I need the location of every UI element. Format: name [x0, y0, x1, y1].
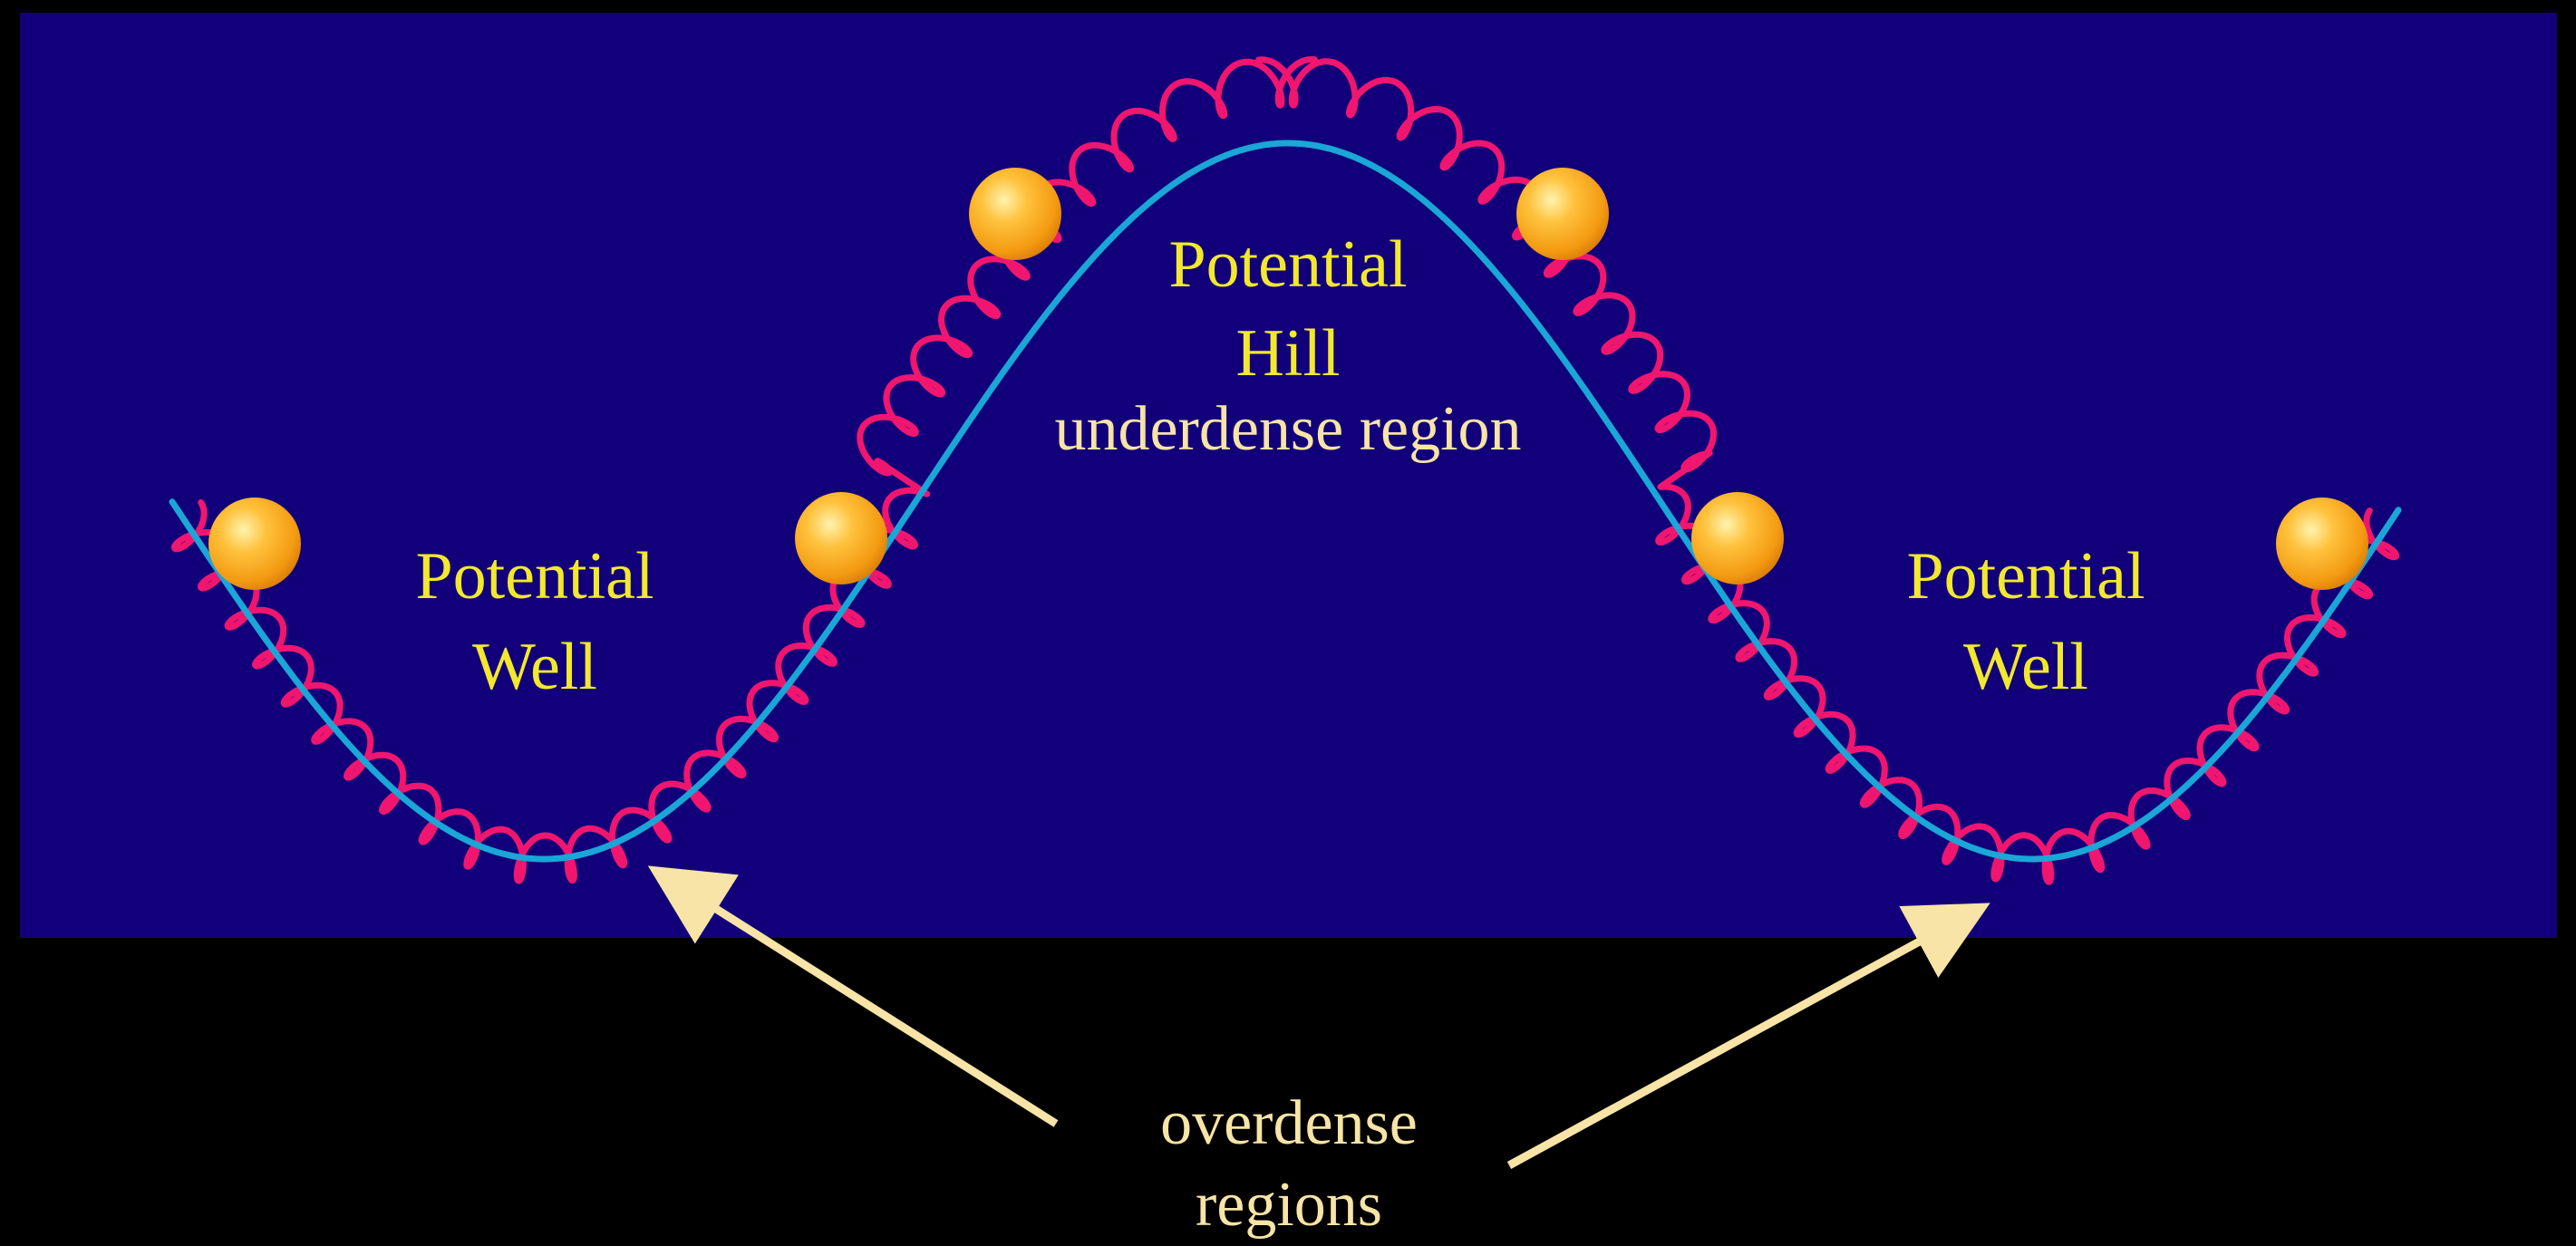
ball: [2276, 497, 2368, 590]
ball: [1691, 492, 1784, 584]
left-well-label-line1: Potential: [415, 539, 654, 613]
arrow-right: [1509, 911, 1976, 1165]
ball: [1516, 168, 1609, 260]
right-well-label-line2: Well: [1963, 630, 2088, 704]
ball: [969, 168, 1061, 260]
ball: [208, 497, 301, 590]
right-well-label-line1: Potential: [1906, 539, 2145, 613]
hill-label-line2: Hill: [1235, 316, 1340, 391]
overdense-label-line1: overdense: [1160, 1088, 1418, 1158]
overdense-label-line2: regions: [1196, 1170, 1382, 1240]
underdense-label: underdense region: [1054, 394, 1521, 464]
hill-label-line1: Potential: [1168, 227, 1407, 302]
left-well-label-line2: Well: [472, 630, 597, 704]
ball: [795, 492, 887, 584]
